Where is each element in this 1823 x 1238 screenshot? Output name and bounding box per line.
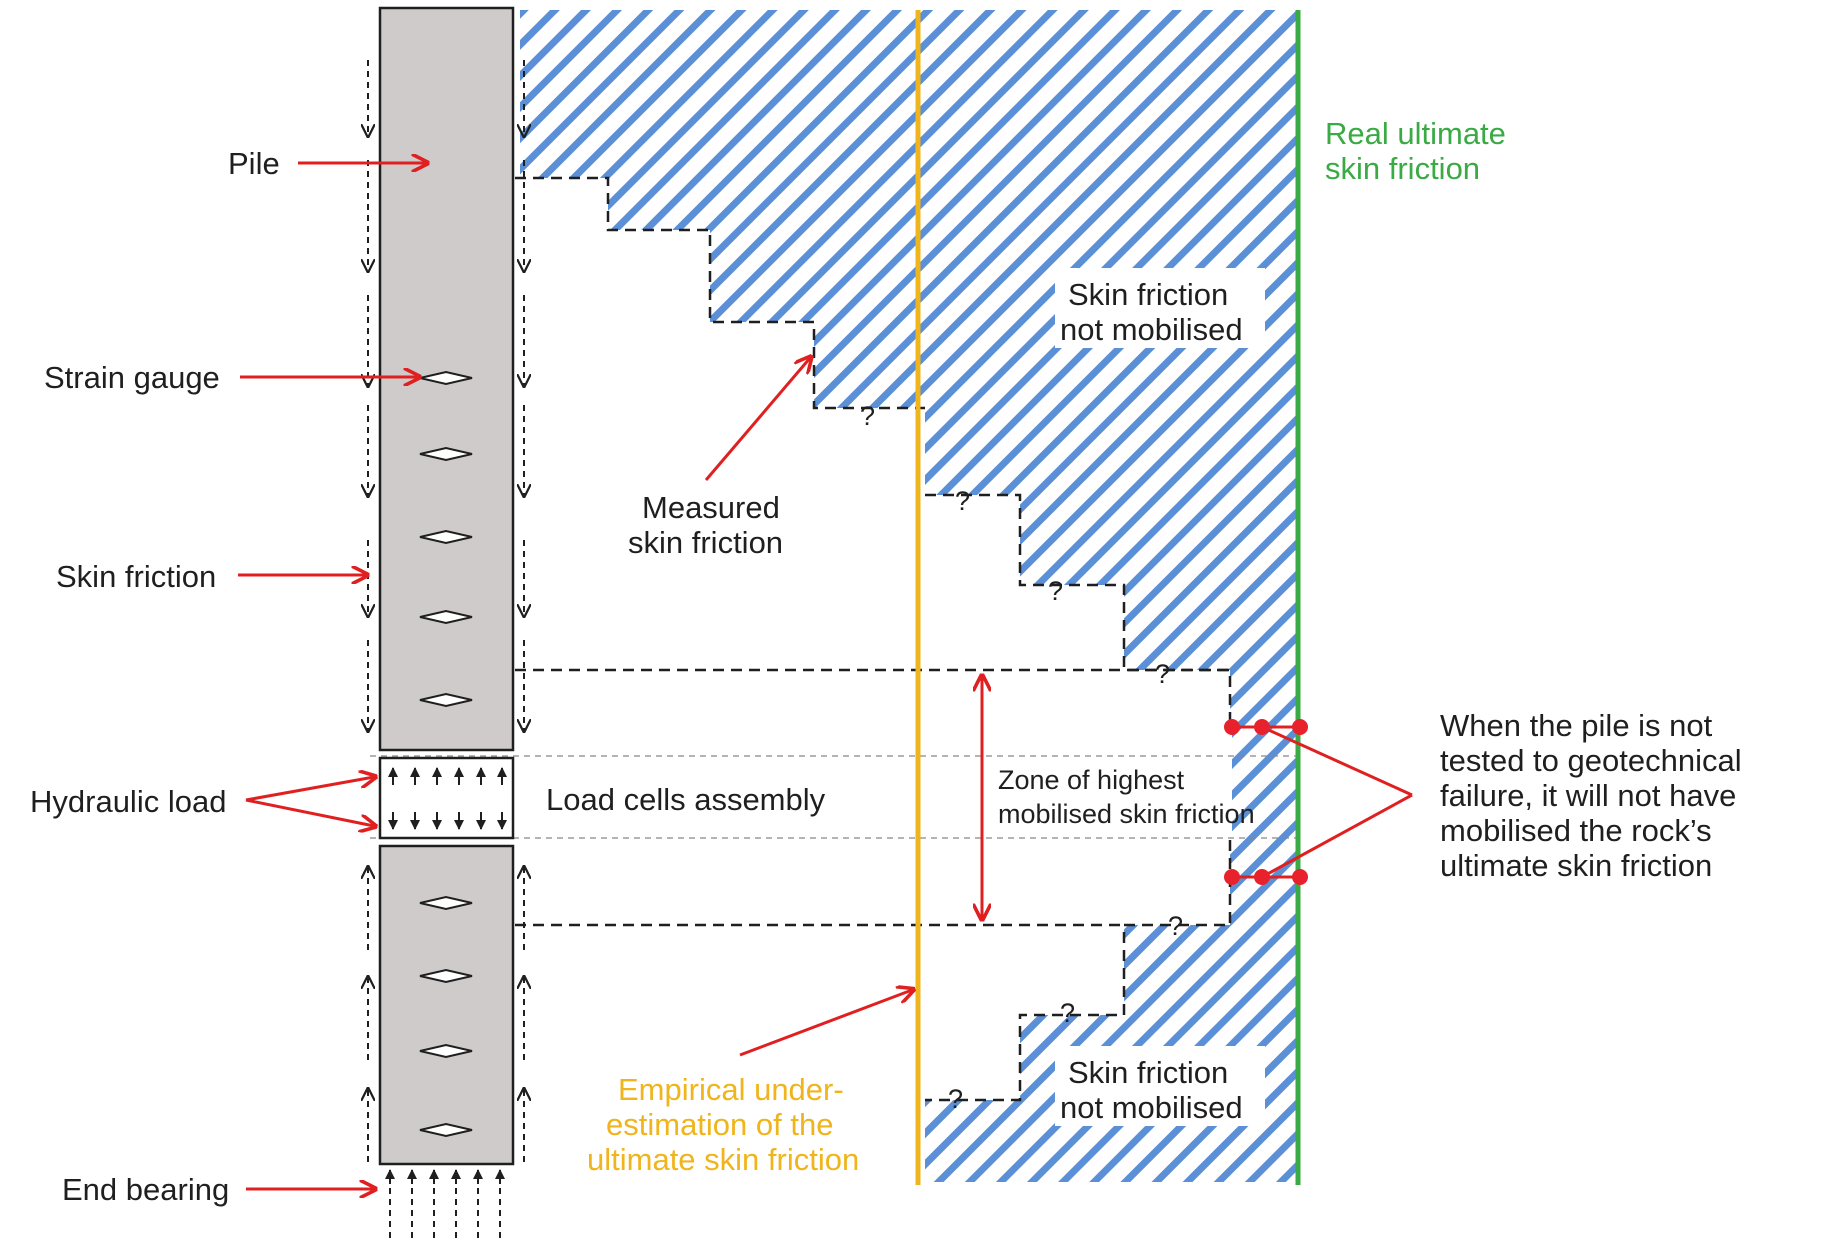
dot-marker — [1254, 719, 1270, 735]
not-mobilised-top-1: Skin friction — [1068, 277, 1228, 312]
skin-friction-label: Skin friction — [56, 559, 216, 594]
load-cell-box — [378, 756, 515, 840]
not-mobilised-top-2: not mobilised — [1060, 312, 1243, 347]
load-cell-arrows-down — [388, 812, 507, 830]
not-mobilised-region — [520, 10, 1298, 1182]
question-mark-4: ? — [1155, 659, 1170, 689]
note-line-5: ultimate skin friction — [1440, 848, 1712, 883]
skin-friction-arrows-down — [368, 60, 524, 730]
question-mark-5: ? — [1168, 911, 1183, 941]
not-mobilised-bottom-2: not mobilised — [1060, 1090, 1243, 1125]
real-ultimate-label-1: Real ultimate — [1325, 116, 1506, 151]
strain-gauge-icon — [419, 609, 473, 625]
strain-gauges — [419, 370, 473, 1138]
note-line-4: mobilised the rock’s — [1440, 813, 1712, 848]
hydraulic-load-arrow-up — [245, 777, 374, 802]
strain-gauge-icon — [419, 529, 473, 545]
end-bearing-label: End bearing — [62, 1172, 229, 1207]
empirical-label-1: Empirical under- — [618, 1072, 844, 1107]
strain-gauge-icon — [419, 1043, 473, 1059]
strain-gauge-icon — [419, 968, 473, 984]
question-mark-2: ? — [955, 486, 970, 516]
question-mark-7: ? — [948, 1084, 963, 1114]
estimated-step-outline-lower — [925, 840, 1232, 1102]
strain-gauge-label: Strain gauge — [44, 360, 220, 395]
note-line-1: When the pile is not — [1440, 708, 1713, 743]
zone-label-2: mobilised skin friction — [998, 799, 1255, 829]
dot-marker — [1224, 719, 1240, 735]
note-pointer-upper — [1261, 725, 1413, 797]
label-bg-bottom — [1055, 1046, 1265, 1126]
dot-marker — [1254, 869, 1270, 885]
note-dots — [1224, 719, 1308, 885]
pile-lower — [378, 844, 515, 1166]
note-line-2: tested to geotechnical — [1440, 743, 1742, 778]
real-ultimate-label-2: skin friction — [1325, 151, 1480, 186]
end-bearing-arrows — [385, 1169, 505, 1238]
not-mobilised-bottom-1: Skin friction — [1068, 1055, 1228, 1090]
question-mark-6: ? — [1060, 998, 1075, 1028]
zone-label-1: Zone of highest — [998, 765, 1185, 795]
note-line-3: failure, it will not have — [1440, 778, 1736, 813]
measured-label-2: skin friction — [628, 525, 783, 560]
question-mark-3: ? — [1048, 576, 1063, 606]
empirical-label-3: ultimate skin friction — [587, 1142, 859, 1177]
strain-gauge-icon — [419, 370, 473, 386]
question-mark-1: ? — [860, 401, 875, 431]
load-cells-label: Load cells assembly — [546, 782, 826, 817]
hydraulic-load-arrow-down — [245, 798, 374, 826]
estimated-step-outline-upper — [925, 493, 1232, 730]
pile-label: Pile — [228, 146, 280, 181]
empirical-label-2: estimation of the — [606, 1107, 833, 1142]
hydraulic-load-label: Hydraulic load — [30, 784, 226, 819]
skin-friction-arrows-up — [368, 868, 524, 1162]
empirical-arrow — [739, 990, 912, 1057]
measured-label-1: Measured — [642, 490, 780, 525]
strain-gauge-icon — [419, 446, 473, 462]
label-bg-top — [1055, 268, 1265, 348]
strain-gauge-icon — [419, 895, 473, 911]
dot-marker — [1224, 869, 1240, 885]
load-cell-arrows-up — [388, 767, 507, 785]
strain-gauge-icon — [419, 692, 473, 708]
dot-marker — [1292, 869, 1308, 885]
measured-step-outline — [515, 176, 925, 410]
note-pointer-lower — [1261, 793, 1413, 879]
dot-marker — [1292, 719, 1308, 735]
strain-gauge-icon — [419, 1122, 473, 1138]
measured-arrow — [704, 358, 810, 481]
